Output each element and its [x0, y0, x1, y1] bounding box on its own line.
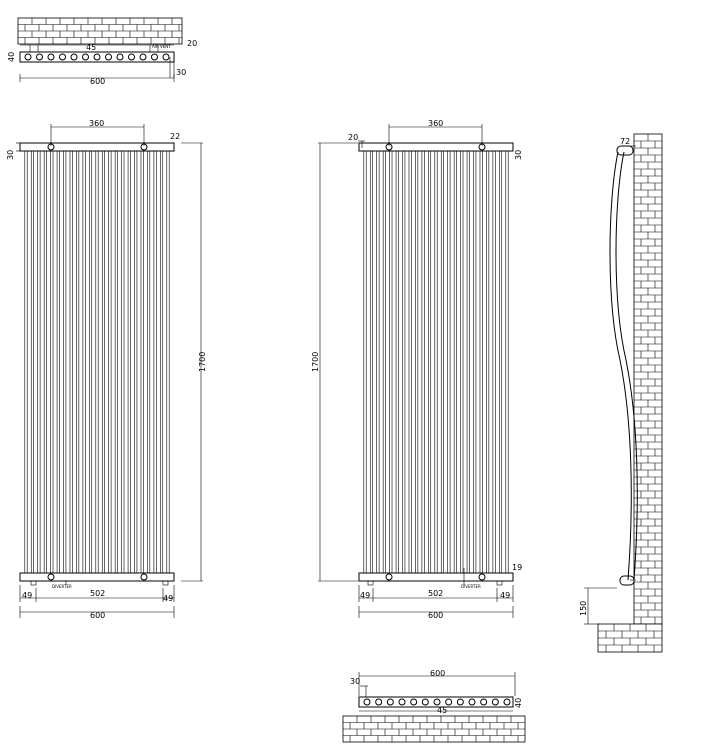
dim-front-360: 360	[89, 119, 104, 128]
tube-section	[24, 53, 32, 61]
diverter-label-front: DIVERTER	[52, 584, 72, 589]
tube-section	[47, 53, 55, 61]
tube-section	[445, 698, 453, 706]
bottom-plan-rail	[358, 696, 514, 708]
wall-side-view	[633, 133, 663, 625]
dim-side-72: 72	[620, 137, 630, 146]
tube-section	[456, 698, 464, 706]
top-plan-rail	[19, 51, 175, 63]
rear-top-header	[358, 142, 514, 152]
dim-front-30: 30	[6, 150, 15, 160]
dim-front-1700: 1700	[198, 352, 207, 372]
tube-section	[151, 53, 158, 61]
dim-front-22: 22	[170, 132, 180, 141]
front-top-header	[19, 142, 175, 152]
dim-top-20: 20	[187, 39, 197, 48]
dim-front-502: 502	[90, 589, 105, 598]
wall-bottom-plan	[342, 715, 526, 743]
dim-top-30: 30	[176, 68, 186, 77]
dim-bottom-30: 30	[350, 677, 360, 686]
dim-front-49-right: 49	[163, 594, 173, 603]
tube-section	[363, 698, 371, 706]
front-bottom-header	[19, 572, 175, 582]
dim-rear-600: 600	[428, 611, 443, 620]
dim-top-45: 45	[86, 43, 96, 52]
tube-section	[421, 698, 429, 706]
wall-top-plan	[17, 17, 183, 45]
dim-bottom-40: 40	[514, 698, 523, 708]
tube-section	[375, 698, 383, 706]
dim-rear-49-left: 49	[360, 591, 370, 600]
tube-section	[386, 698, 394, 706]
tube-section	[128, 53, 135, 61]
tube-section	[82, 53, 89, 61]
tube-section	[503, 698, 511, 706]
wall-floor-block	[597, 623, 663, 653]
dim-rear-49-right: 49	[500, 591, 510, 600]
bottom-plan-tubes	[363, 698, 511, 706]
bottom-plan-view: 600 30 40 45	[342, 669, 526, 743]
dim-front-600: 600	[90, 611, 105, 620]
tube-section	[468, 698, 476, 706]
tube-section	[410, 698, 418, 706]
top-plan-tubes	[24, 53, 170, 61]
dim-rear-19: 19	[512, 563, 522, 572]
tube-section	[105, 53, 112, 61]
tube-section	[491, 698, 499, 706]
front-tubes	[24, 151, 170, 573]
tube-section	[162, 53, 170, 61]
tube-section	[398, 698, 406, 706]
dim-rear-30: 30	[514, 150, 523, 160]
rear-tubes	[363, 151, 509, 573]
dim-side-150: 150	[579, 601, 588, 616]
dim-rear-360: 360	[428, 119, 443, 128]
diverter-label-rear: DIVERTER	[461, 584, 481, 589]
front-view: 360 22 30 DIVERTER 1700 49 502 49 600	[6, 119, 207, 620]
tube-section	[480, 698, 488, 706]
side-tube-profile	[609, 151, 632, 581]
tube-section	[139, 53, 147, 61]
tube-section	[59, 53, 66, 61]
tube-section	[93, 53, 101, 61]
dim-rear-1700: 1700	[311, 352, 320, 372]
side-view: 72 150	[579, 133, 663, 653]
top-plan-view: 20 40 45 AIR VENT 30 600	[7, 17, 197, 86]
dim-front-49-left: 49	[22, 591, 32, 600]
rear-bottom-header	[358, 572, 514, 582]
dim-top-600: 600	[90, 77, 105, 86]
tube-section	[36, 53, 43, 61]
tube-section	[116, 53, 124, 61]
dim-rear-20: 20	[348, 133, 358, 142]
air-vent-label: AIR VENT	[152, 44, 171, 49]
dim-bottom-600: 600	[430, 669, 445, 678]
dim-bottom-45: 45	[437, 706, 447, 715]
rear-view: 360 20 30 DIVERTER 19 1700 49 502 49 600	[311, 119, 523, 620]
tube-section	[70, 53, 78, 61]
tube-section	[433, 698, 441, 706]
dim-rear-502: 502	[428, 589, 443, 598]
dim-top-40: 40	[7, 52, 16, 62]
